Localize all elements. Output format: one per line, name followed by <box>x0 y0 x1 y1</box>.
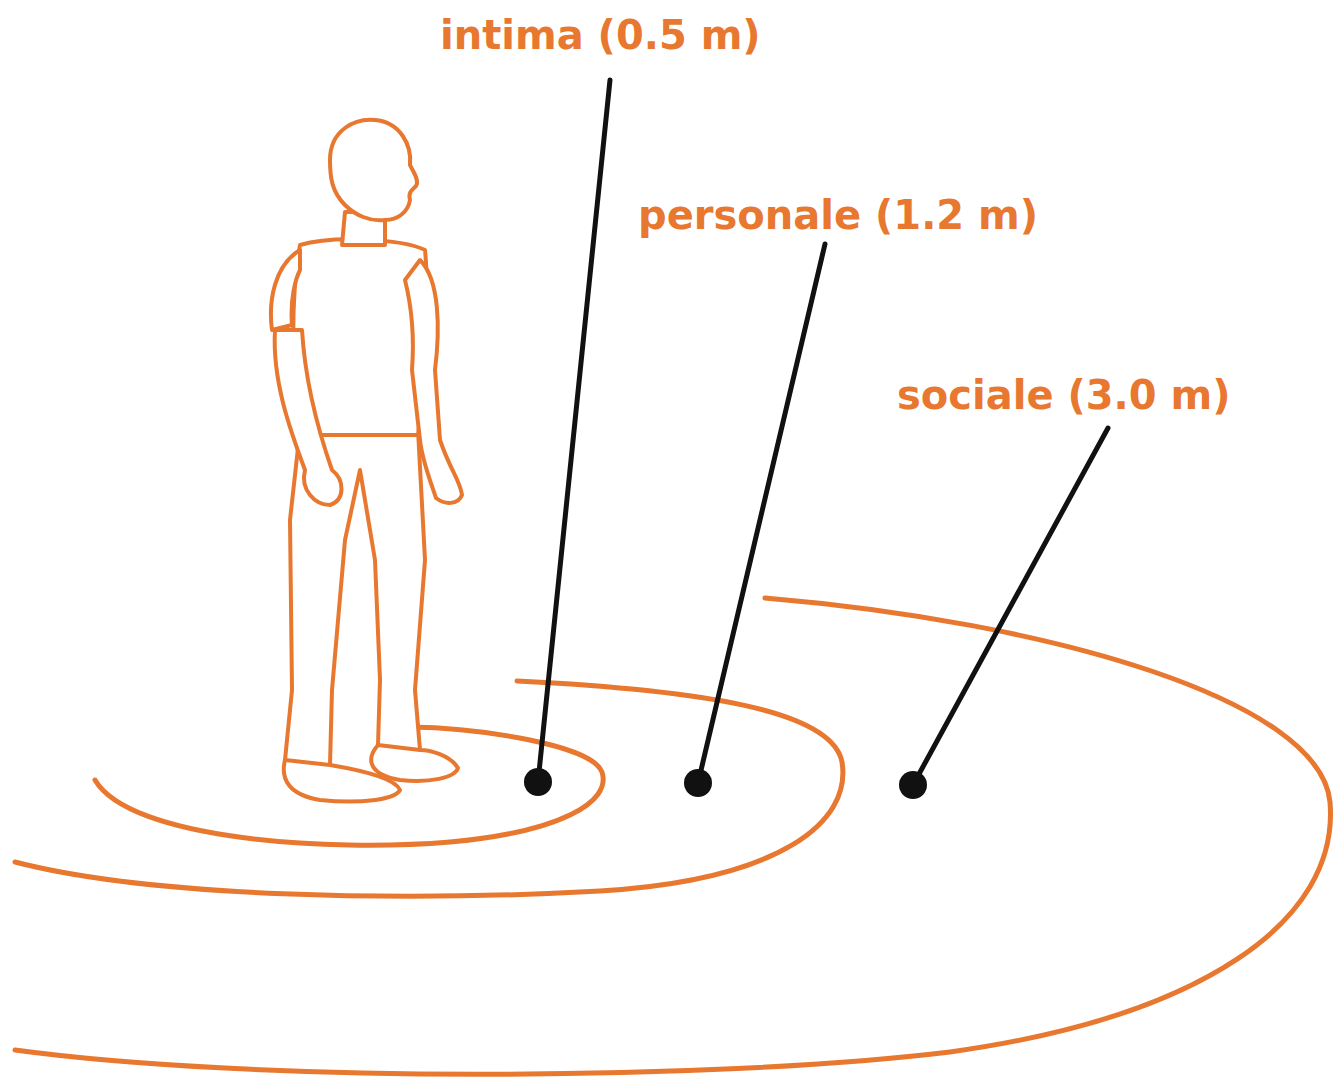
leader-line <box>913 428 1108 785</box>
personal-zone-arc <box>15 681 843 896</box>
standing-man <box>271 120 462 802</box>
leader-line <box>538 80 610 782</box>
zone-dot <box>684 769 712 797</box>
intimate-zone-arc <box>95 727 603 845</box>
leader-line <box>698 244 825 783</box>
zone-label: sociale (3.0 m) <box>897 372 1231 418</box>
zone-label: personale (1.2 m) <box>638 192 1038 238</box>
zone-label: intima (0.5 m) <box>440 12 761 58</box>
social-zone-arc <box>15 598 1331 1074</box>
zone-dot <box>524 768 552 796</box>
zone-dot <box>899 771 927 799</box>
